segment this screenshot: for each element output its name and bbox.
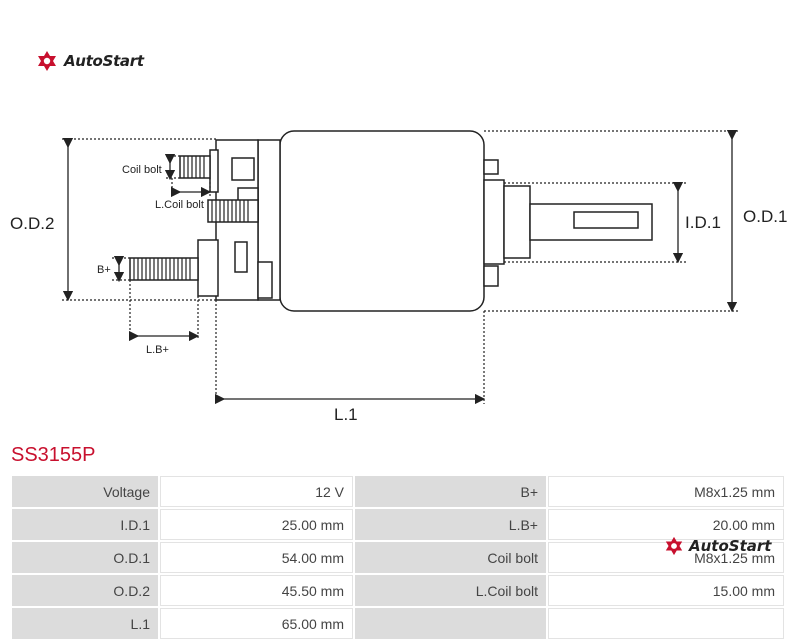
spec-value: 15.00 mm	[548, 575, 784, 606]
brand-name: AutoStart	[64, 52, 144, 70]
spec-label: Coil bolt	[355, 542, 546, 573]
spec-value: 25.00 mm	[160, 509, 353, 540]
spec-label: L.1	[12, 608, 158, 639]
spec-value	[548, 608, 784, 639]
b-plus-bolt	[129, 257, 199, 281]
table-row: O.D.2 45.50 mm L.Coil bolt 15.00 mm	[12, 575, 784, 606]
b-plus-label: B+	[97, 264, 111, 276]
spec-label: O.D.1	[12, 542, 158, 573]
table-row: I.D.1 25.00 mm L.B+ 20.00 mm	[12, 509, 784, 540]
part-number: SS3155P	[11, 444, 96, 466]
autostart-logo-icon	[665, 536, 683, 556]
table-row: O.D.1 54.00 mm Coil bolt M8x1.25 mm	[12, 542, 784, 573]
solenoid-body	[279, 130, 485, 312]
spec-label: L.Coil bolt	[355, 575, 546, 606]
l1-label: L.1	[334, 405, 358, 424]
od1-label: O.D.1	[743, 207, 787, 226]
od2-label: O.D.2	[10, 214, 54, 233]
spec-value: 54.00 mm	[160, 542, 353, 573]
spec-label: I.D.1	[12, 509, 158, 540]
spec-value: M8x1.25 mm	[548, 476, 784, 507]
spec-label: Voltage	[12, 476, 158, 507]
watermark-brand-name: AutoStart	[689, 537, 772, 555]
spec-value: 65.00 mm	[160, 608, 353, 639]
coil-bolt-label: Coil bolt	[122, 164, 162, 176]
spec-value: M8x1.25 mm	[548, 542, 784, 573]
spec-table: Voltage 12 V B+ M8x1.25 mm I.D.1 25.00 m…	[10, 474, 786, 641]
id1-label: I.D.1	[685, 213, 721, 232]
watermark-logo: AutoStart	[664, 536, 771, 556]
spec-value: 12 V	[160, 476, 353, 507]
spec-label: L.B+	[355, 509, 546, 540]
brand-logo: AutoStart	[36, 50, 144, 72]
table-row: L.1 65.00 mm	[12, 608, 784, 639]
spec-label: O.D.2	[12, 575, 158, 606]
spec-value: 45.50 mm	[160, 575, 353, 606]
solenoid-diagram: O.D.2 O.D.1 I.D.1 L.1 Coil bolt L.Coil b…	[10, 129, 787, 424]
l-b-plus-label: L.B+	[146, 344, 169, 356]
spec-value: 20.00 mm	[548, 509, 784, 540]
autostart-logo-icon	[38, 51, 56, 71]
spec-label: B+	[355, 476, 546, 507]
spec-label	[355, 608, 546, 639]
l-coil-bolt-label: L.Coil bolt	[155, 199, 204, 211]
table-row: Voltage 12 V B+ M8x1.25 mm	[12, 476, 784, 507]
